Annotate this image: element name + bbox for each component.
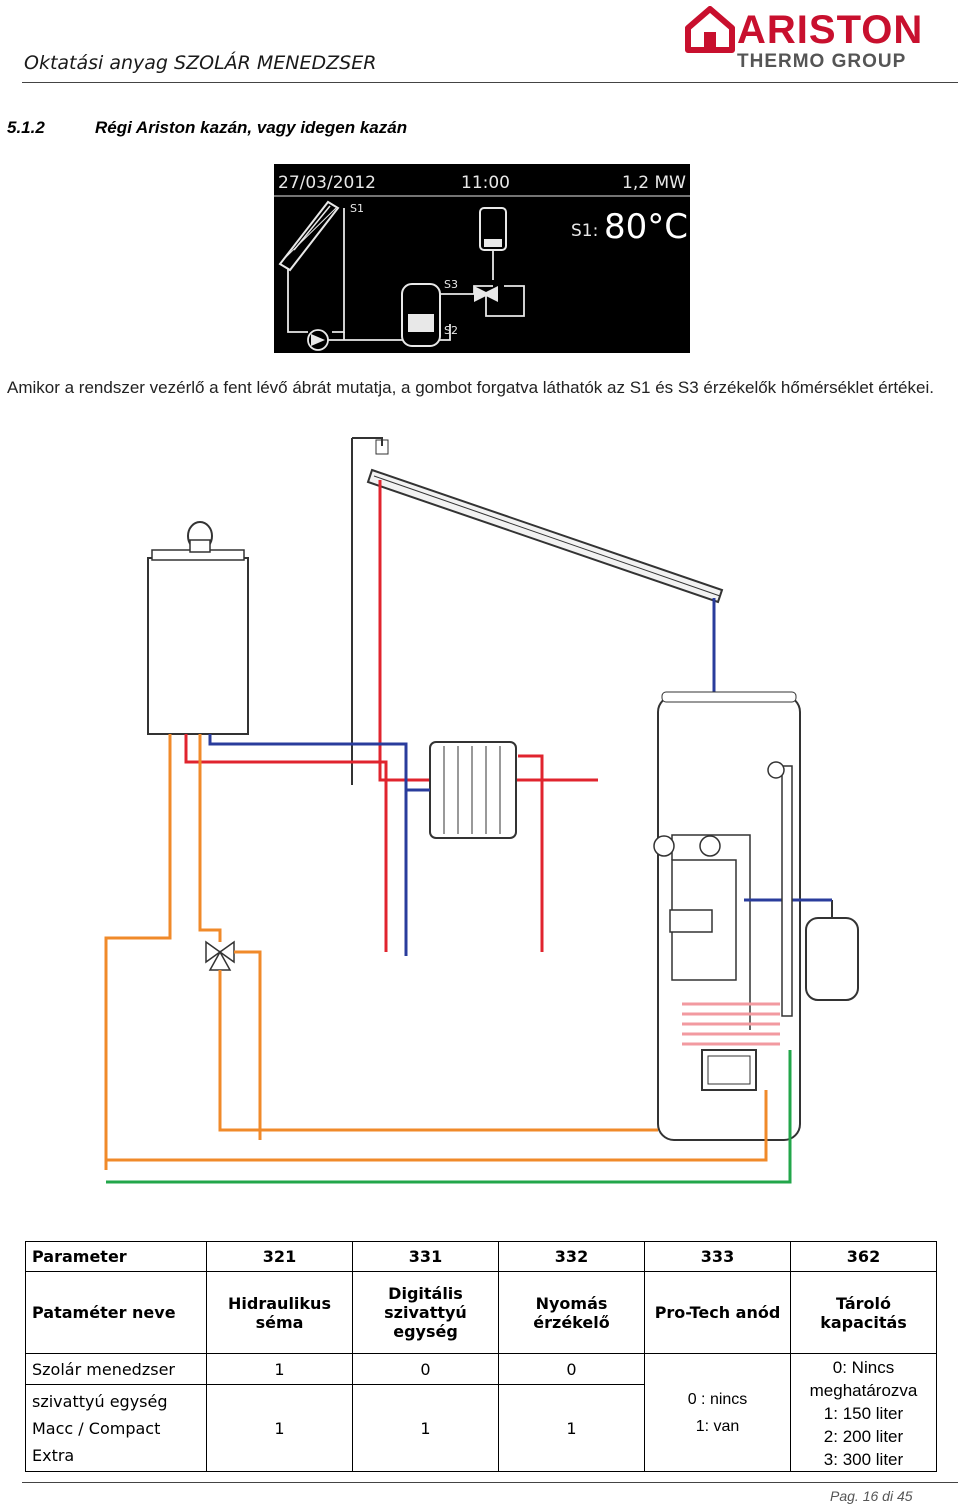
table-header-parameter: Parameter (25, 1241, 207, 1272)
table-name-row: Pataméter neve Hidraulikus séma Digitáli… (25, 1271, 937, 1354)
storage-tank-icon (653, 691, 801, 1141)
logo-subtitle: THERMO GROUP (737, 51, 907, 72)
row-label-line: szivattyú egység (32, 1391, 168, 1411)
table-name-label: Pataméter neve (25, 1271, 207, 1354)
display-date: 27/03/2012 (278, 173, 376, 193)
table-header-321: 321 (206, 1241, 353, 1272)
table-cell: 1 (206, 1352, 353, 1386)
solar-collector-icon (366, 439, 724, 604)
display-power: 1,2 MW (622, 173, 686, 193)
controller-display: 27/03/2012 11:00 1,2 MW S1 S3 S2 (274, 164, 690, 353)
hydraulic-diagram (90, 430, 880, 1215)
table-name-333: Pro-Tech anód (644, 1271, 791, 1354)
expansion-vessel-icon (805, 900, 859, 1001)
ariston-logo: ARISTON THERMO GROUP (682, 4, 958, 74)
logo-wordmark: ARISTON (737, 8, 924, 52)
radiator-icon (429, 741, 517, 839)
table-cell: 1 (498, 1384, 645, 1472)
value-333-0: 0 : nincs (687, 1390, 748, 1408)
value-362-1: 1: 150 liter (823, 1404, 904, 1423)
table-name-332: Nyomás érzékelő (498, 1271, 645, 1354)
table-cell: 0 (352, 1352, 499, 1386)
table-cell-333-values: 0 : nincs 1: van (644, 1353, 791, 1472)
heat-exchanger-coil-icon (682, 1002, 780, 1046)
display-s3: S3 (444, 278, 458, 291)
parameter-table: Parameter 321 331 332 333 362 Pataméter … (25, 1241, 937, 1472)
section-number: 5.1.2 (7, 118, 45, 137)
table-header-331: 331 (352, 1241, 499, 1272)
value-362-0: 0: Nincs (832, 1358, 895, 1377)
table-cell: 0 (498, 1352, 645, 1386)
table-name-321: Hidraulikus séma (206, 1271, 353, 1354)
table-cell-362-values: 0: Nincs meghatározva 1: 150 liter 2: 20… (790, 1353, 937, 1472)
value-362-0b: meghatározva (809, 1381, 918, 1400)
display-s2: S2 (444, 324, 458, 337)
table-name-331: Digitális szivattyú egység (352, 1271, 499, 1354)
display-time: 11:00 (461, 173, 510, 193)
row-label-line: Extra (32, 1445, 75, 1465)
display-s1: S1 (350, 202, 364, 215)
value-333-1: 1: van (695, 1417, 740, 1435)
header-rule (22, 82, 958, 83)
value-362-3: 3: 300 liter (823, 1450, 904, 1469)
page-number: Pag. 16 di 45 (830, 1488, 913, 1504)
section-title: Régi Ariston kazán, vagy idegen kazán (95, 118, 408, 137)
value-362-2: 2: 200 liter (823, 1427, 904, 1446)
table-header-362: 362 (790, 1241, 937, 1272)
row-label-line: Macc / Compact (32, 1418, 161, 1438)
table-cell: 1 (352, 1384, 499, 1472)
table-cell: 1 (206, 1384, 353, 1472)
display-sensor-label: S1: (571, 221, 598, 241)
table-row: Szolár menedzser 1 0 0 0 : nincs 1: van … (25, 1352, 937, 1472)
table-header-332: 332 (498, 1241, 645, 1272)
table-row-label: szivattyú egység Macc / Compact Extra (25, 1384, 207, 1472)
table-row: szivattyú egység Macc / Compact Extra 1 … (25, 1384, 937, 1472)
display-collector-icon (278, 200, 340, 272)
display-boiler-icon (479, 207, 507, 251)
footer-rule (22, 1482, 958, 1483)
boiler-icon (147, 521, 249, 735)
body-paragraph: Amikor a rendszer vezérlő a fent lévő áb… (7, 378, 934, 397)
table-header-row: Parameter 321 331 332 333 362 (25, 1241, 937, 1272)
document-header-title: Oktatási anyag SZOLÁR MENEDZSER (24, 52, 377, 74)
table-header-333: 333 (644, 1241, 791, 1272)
table-row-label: Szolár menedzser (25, 1352, 207, 1386)
house-logo-icon (685, 6, 735, 53)
display-sensor-value: 80°C (604, 207, 688, 247)
table-name-362: Tároló kapacitás (790, 1271, 937, 1354)
mixing-valve-icon (205, 940, 235, 971)
display-tank-icon (401, 283, 441, 347)
